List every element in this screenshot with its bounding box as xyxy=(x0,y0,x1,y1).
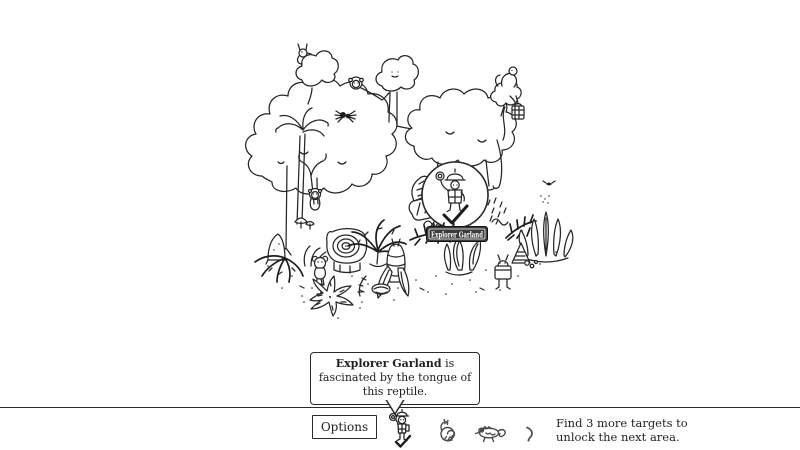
bottom-bar: Options xyxy=(0,407,800,450)
magnifier-target[interactable] xyxy=(421,161,489,229)
progress-text: Find 3 more targets to unlock the next a… xyxy=(556,416,706,444)
options-button[interactable]: Options xyxy=(312,415,377,439)
left-tree xyxy=(245,43,398,261)
tree-creature-icon xyxy=(307,187,323,211)
target-name-plate: Explorer Garland xyxy=(426,226,488,242)
bird-icon xyxy=(296,43,312,65)
monkey-icon xyxy=(348,76,383,101)
target-name-label: Explorer Garland xyxy=(431,230,483,240)
starfish-icon xyxy=(303,275,361,319)
hint-line-3: this reptile. xyxy=(362,385,428,398)
hint-bubble: Explorer Garland is fascinated by the to… xyxy=(310,352,480,405)
explorer-character-icon xyxy=(435,168,466,213)
hint-line-2: fascinated by the tongue of xyxy=(318,371,472,384)
bubble-tail xyxy=(385,400,405,415)
target-tongue-icon[interactable] xyxy=(524,426,536,442)
stump-icon xyxy=(326,228,368,274)
found-check-icon xyxy=(442,204,469,225)
right-tree xyxy=(404,66,556,204)
progress-line-1: Find 3 more targets to xyxy=(556,416,688,430)
target-explorer-garland-icon[interactable] xyxy=(388,409,416,449)
agave-plant xyxy=(518,211,574,263)
lemur-icon xyxy=(311,255,329,301)
robot-creature-icon xyxy=(494,254,512,290)
ground-speckles xyxy=(267,251,557,303)
spider-icon xyxy=(334,110,357,123)
basket-icon xyxy=(511,105,525,120)
ground-plants xyxy=(254,197,574,303)
monkey-icon xyxy=(494,66,518,88)
hint-line-1: Explorer Garland is xyxy=(335,357,455,370)
target-chameleon-icon[interactable] xyxy=(474,424,508,444)
found-check-icon xyxy=(394,434,412,448)
progress-line-2: unlock the next area. xyxy=(556,430,680,444)
target-snail-icon[interactable] xyxy=(436,419,458,444)
middle-tree xyxy=(375,55,467,131)
